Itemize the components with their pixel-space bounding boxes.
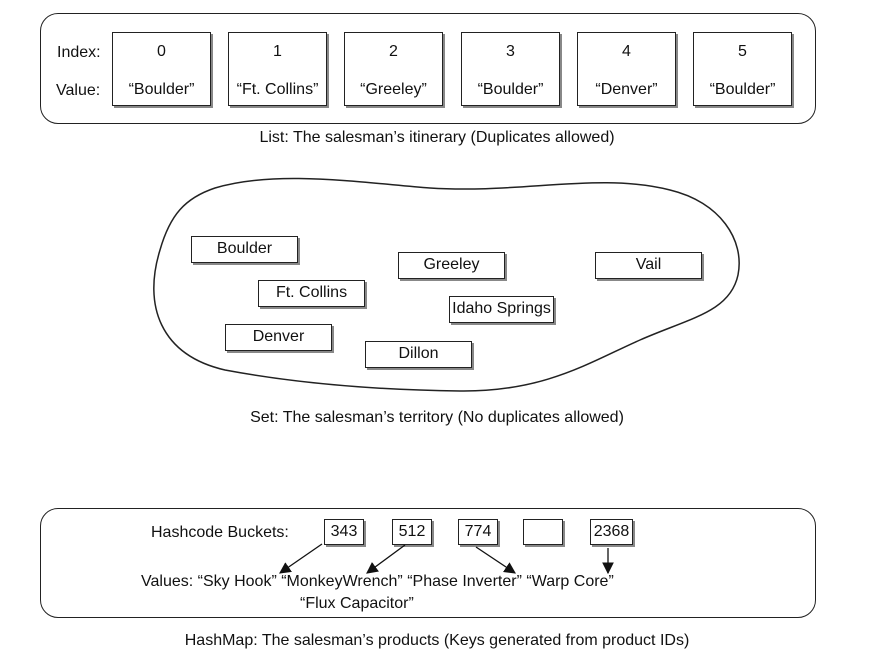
arrow-343 — [279, 543, 323, 574]
set-city-dillon: Dillon — [365, 341, 472, 368]
list-cell-0: 0 “Boulder” — [112, 32, 211, 106]
list-index: 5 — [738, 43, 747, 60]
set-city-vail: Vail — [595, 252, 702, 279]
values-label: Values: — [141, 573, 194, 590]
value-row-label: Value: — [56, 82, 101, 99]
arrow-512 — [366, 544, 406, 574]
set-city-ft-collins: Ft. Collins — [258, 280, 365, 307]
buckets-label: Hashcode Buckets: — [151, 524, 289, 541]
bucket-2368: 2368 — [590, 519, 633, 545]
list-cell-4: 4 “Denver” — [577, 32, 676, 106]
list-index: 3 — [506, 43, 515, 60]
list-index: 4 — [622, 43, 631, 60]
list-index: 1 — [273, 43, 282, 60]
index-row-label: Index: — [57, 44, 101, 61]
list-value: “Denver” — [595, 81, 658, 98]
bucket-343: 343 — [324, 519, 364, 545]
set-city-greeley: Greeley — [398, 252, 505, 279]
list-index: 0 — [157, 43, 166, 60]
set-city-idaho-springs: Idaho Springs — [449, 296, 554, 323]
list-value: “Boulder” — [477, 81, 544, 98]
set-city-boulder: Boulder — [191, 236, 298, 263]
bucket-empty — [523, 519, 563, 545]
value-flux-capacitor: “Flux Capacitor” — [300, 595, 414, 612]
list-cell-2: 2 “Greeley” — [344, 32, 443, 106]
value-phase-inverter: “Phase Inverter” — [407, 573, 522, 590]
list-index: 2 — [389, 43, 398, 60]
values-row: Values: “Sky Hook” “MonkeyWrench” “Phase… — [141, 573, 614, 591]
bucket-512: 512 — [392, 519, 432, 545]
list-cell-5: 5 “Boulder” — [693, 32, 792, 106]
list-value: “Boulder” — [709, 81, 776, 98]
value-sky-hook: “Sky Hook” — [197, 573, 277, 590]
list-value: “Greeley” — [360, 81, 427, 98]
hashmap-caption: HashMap: The salesman’s products (Keys g… — [184, 632, 690, 649]
list-value: “Boulder” — [128, 81, 195, 98]
bucket-774: 774 — [458, 519, 498, 545]
value-warp-core: “Warp Core” — [526, 573, 614, 590]
arrow-774 — [475, 546, 516, 574]
value-monkeywrench: “MonkeyWrench” — [281, 573, 403, 590]
list-value: “Ft. Collins” — [236, 81, 319, 98]
set-caption: Set: The salesman’s territory (No duplic… — [250, 409, 624, 426]
list-caption: List: The salesman’s itinerary (Duplicat… — [259, 129, 615, 146]
list-cell-3: 3 “Boulder” — [461, 32, 560, 106]
set-city-denver: Denver — [225, 324, 332, 351]
list-cell-1: 1 “Ft. Collins” — [228, 32, 327, 106]
